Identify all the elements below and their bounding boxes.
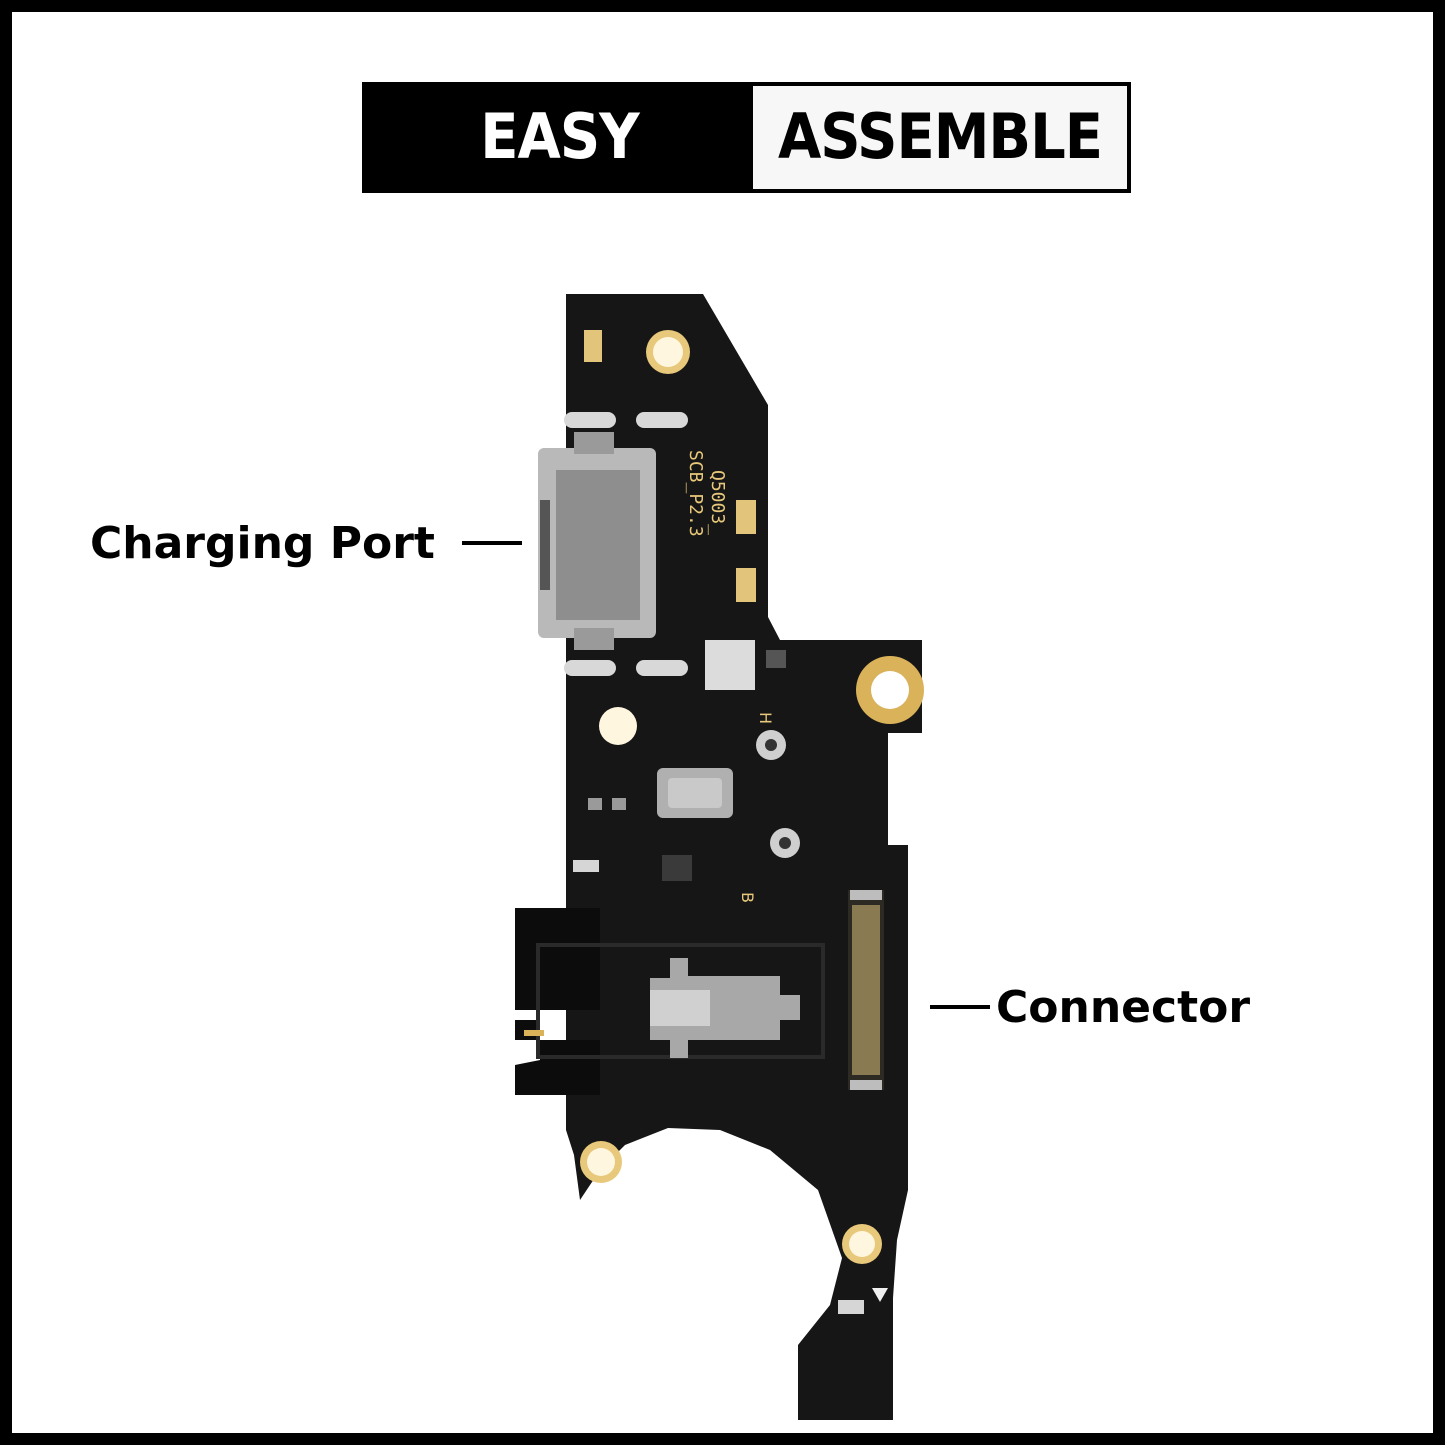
connector-leader-line bbox=[930, 1005, 990, 1009]
gold-wire bbox=[524, 1030, 544, 1036]
shield-square bbox=[705, 640, 755, 690]
pad-top-left bbox=[564, 412, 616, 428]
fpc-connector-pins bbox=[852, 905, 880, 1075]
small-component bbox=[736, 568, 756, 602]
antenna-connector-core bbox=[779, 837, 791, 849]
banner: EASY ASSEMBLE bbox=[362, 82, 1131, 193]
small-component bbox=[612, 798, 626, 810]
small-component bbox=[588, 798, 602, 810]
connector-label: Connector bbox=[996, 982, 1251, 1033]
banner-assemble-text: ASSEMBLE bbox=[777, 101, 1103, 174]
small-component bbox=[736, 500, 756, 534]
pad-top-right bbox=[636, 412, 688, 428]
mount-hole-left bbox=[599, 707, 637, 745]
board-marking-line1: Q5003_ bbox=[707, 470, 728, 535]
banner-assemble: ASSEMBLE bbox=[753, 86, 1127, 189]
pad-bottom-left bbox=[564, 660, 616, 676]
usb-port-tab-top bbox=[574, 432, 614, 454]
audio-jack-contact bbox=[650, 990, 710, 1026]
audio-jack-housing bbox=[515, 908, 600, 1095]
mount-hole-bottom-left-inner bbox=[587, 1148, 615, 1176]
board-marking-h: H bbox=[756, 712, 775, 724]
fpc-connector-cap bbox=[850, 890, 882, 900]
banner-easy-text: EASY bbox=[480, 101, 639, 174]
fpc-connector-cap bbox=[850, 1080, 882, 1090]
usb-port-shadow bbox=[556, 470, 640, 620]
pad-bottom-right bbox=[636, 660, 688, 676]
mount-hole-top-inner bbox=[653, 337, 683, 367]
small-component bbox=[838, 1300, 864, 1314]
small-component bbox=[573, 860, 599, 872]
charging-port-leader-line bbox=[462, 541, 522, 545]
triangle-mark bbox=[872, 1288, 888, 1302]
usb-port-slot bbox=[540, 500, 550, 590]
chip bbox=[662, 855, 692, 881]
board-marking-b: B bbox=[738, 892, 757, 903]
board-marking-line2: SCB_P2.3 bbox=[685, 450, 706, 537]
banner-easy: EASY bbox=[366, 86, 753, 189]
mount-hole-right bbox=[871, 671, 909, 709]
usb-port-tab-bottom bbox=[574, 628, 614, 650]
mount-hole-bottom-right-inner bbox=[849, 1231, 875, 1257]
small-component bbox=[584, 330, 602, 362]
microphone-shield-inner bbox=[668, 778, 722, 808]
audio-jack-metal bbox=[650, 958, 800, 1058]
chip bbox=[766, 650, 786, 668]
antenna-connector-core bbox=[765, 739, 777, 751]
charging-port-label: Charging Port bbox=[90, 518, 435, 569]
